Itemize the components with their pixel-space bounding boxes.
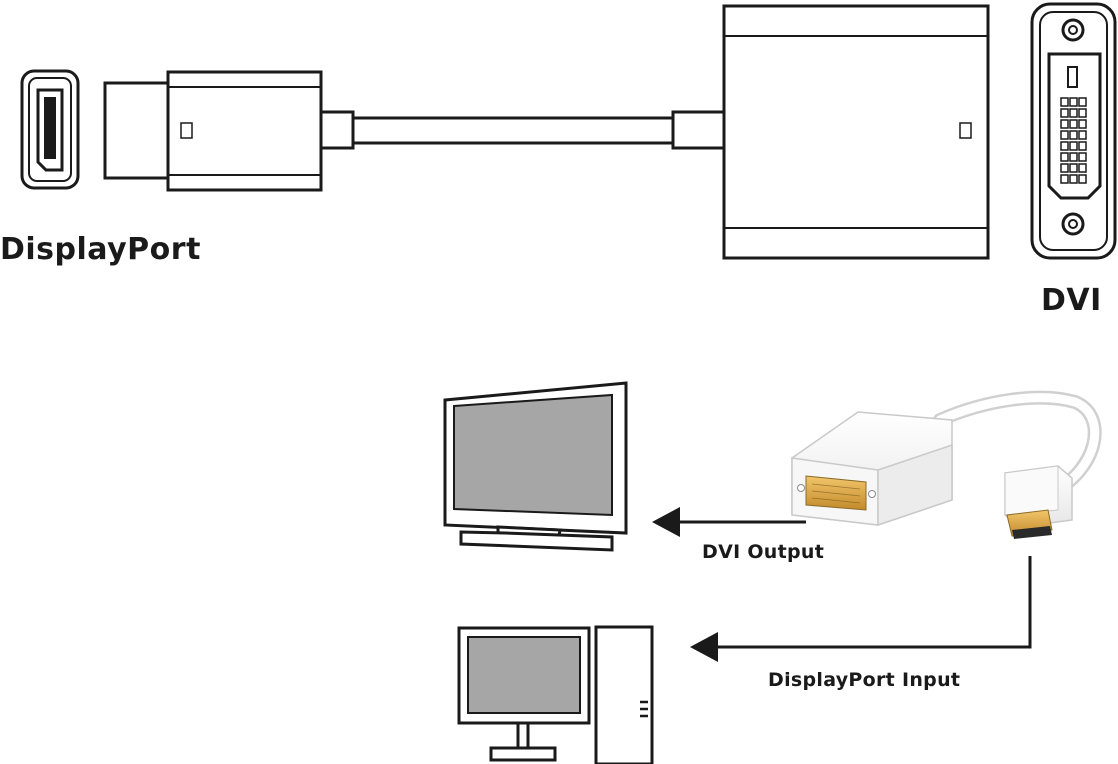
dvi-pin xyxy=(1060,141,1069,151)
monitor-icon xyxy=(443,381,628,552)
displayport-port-icon xyxy=(20,69,80,190)
dvi-pin xyxy=(1078,130,1087,140)
displayport-label: DisplayPort xyxy=(0,232,201,267)
dvi-pin xyxy=(1078,163,1087,173)
dvi-pin xyxy=(1078,119,1087,129)
dvi-adapter-body xyxy=(722,4,990,260)
dvi-pin xyxy=(1069,141,1078,151)
dvi-pin xyxy=(1069,108,1078,118)
adapter-cable xyxy=(351,110,727,150)
dvi-pin xyxy=(1069,174,1078,184)
dvi-pin xyxy=(1060,174,1069,184)
dvi-pin xyxy=(1060,119,1069,129)
dvi-pin xyxy=(1069,119,1078,129)
dvi-pin xyxy=(1060,130,1069,140)
displayport-input-label: DisplayPort Input xyxy=(768,669,961,691)
dvi-pin xyxy=(1060,152,1069,162)
dvi-output-label: DVI Output xyxy=(702,541,825,563)
dvi-pin xyxy=(1069,163,1078,173)
dvi-output-arrow xyxy=(652,507,806,537)
desktop-computer-icon xyxy=(457,625,654,764)
dvi-pin xyxy=(1060,108,1069,118)
displayport-input-arrow xyxy=(690,556,1032,662)
dvi-pin xyxy=(1069,97,1078,107)
displayport-plug xyxy=(103,70,355,192)
dvi-pin xyxy=(1078,174,1087,184)
adapter-photo xyxy=(791,390,1102,539)
dvi-label: DVI xyxy=(1041,283,1102,318)
dvi-pin xyxy=(1078,141,1087,151)
dvi-pin xyxy=(1069,130,1078,140)
dvi-pin xyxy=(1078,97,1087,107)
dvi-pin xyxy=(1078,108,1087,118)
dvi-pin xyxy=(1078,152,1087,162)
dvi-pin xyxy=(1060,163,1069,173)
dvi-pin xyxy=(1060,97,1069,107)
dvi-port-icon xyxy=(1030,2,1117,260)
dvi-pin xyxy=(1069,152,1078,162)
